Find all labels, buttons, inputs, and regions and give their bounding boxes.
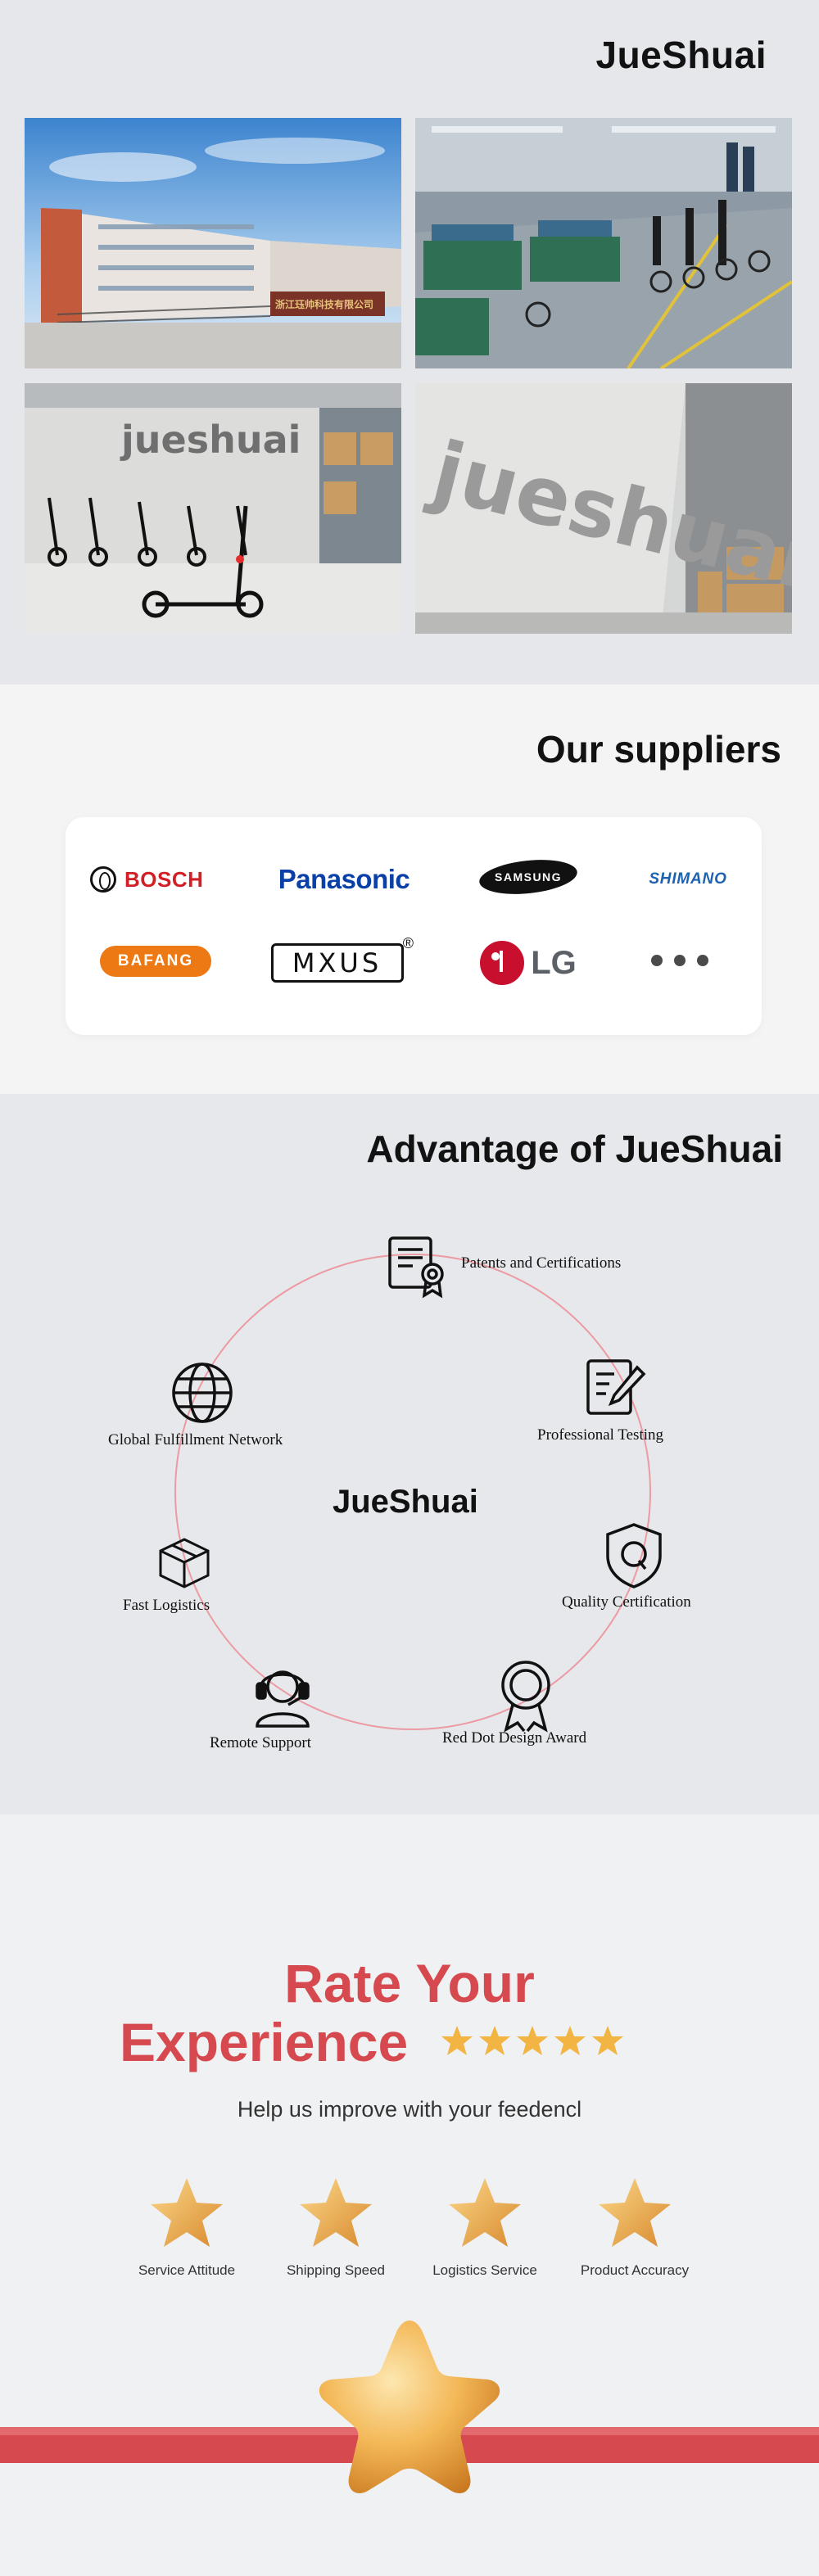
mxus-logo: MXUS ® [265,935,414,986]
showroom-wall-text: jueshuai [120,418,301,462]
suppliers-title: Our suppliers [536,728,781,771]
more-suppliers-icon [631,948,729,973]
advantage-logistics: Fast Logistics [123,1597,210,1615]
advantages-ring [174,1254,651,1730]
rating-category-shipping[interactable]: Shipping Speed [254,2175,418,2279]
samsung-logo-text: SAMSUNG [494,870,563,884]
star-icon[interactable] [296,2175,375,2250]
rating-category-label: Shipping Speed [286,2262,386,2278]
advantage-quality: Quality Certification [562,1593,691,1611]
star-icon [517,2026,548,2055]
box-icon [156,1536,213,1594]
rating-preview-stars [441,2024,624,2057]
advantages-section: Advantage of JueShuai JueShuai Patents a… [0,1094,819,1814]
award-medal-icon [495,1659,557,1737]
mxus-logo-text: MXUS [292,947,382,978]
star-icon [441,2026,473,2055]
brand-title: JueShuai [595,34,767,76]
bosch-logo-text: BOSCH [124,866,204,892]
lg-logo: LG [471,938,586,987]
company-photos-section: JueShuai 浙江珏帅科技有限公司 [0,0,819,685]
headset-agent-icon [247,1659,318,1733]
rating-title-line-2: Experience [120,2012,409,2072]
assembly-line-photo [415,118,792,368]
rating-title-line-1: Rate Your [284,1953,535,2013]
shimano-logo: SHIMANO [631,863,745,896]
rating-category-service[interactable]: Service Attitude [105,2175,269,2279]
certificate-icon [385,1233,450,1303]
bosch-logo: BOSCH [90,863,262,896]
suppliers-section: Our suppliers BOSCH Panasonic SAMSUNG SH… [0,685,819,1094]
star-icon[interactable] [446,2175,524,2250]
advantage-label: Red Dot Design Award [442,1729,587,1747]
rating-section: Rate Your Experience Help us improve wit… [0,1814,819,2576]
advantage-label: Patents and Certifications [461,1254,622,1272]
lg-logo-text: LG [531,944,577,981]
rating-category-label: Product Accuracy [580,2262,690,2278]
star-icon[interactable] [147,2175,226,2250]
star-icon[interactable] [595,2175,674,2250]
rating-category-label: Service Attitude [138,2262,236,2278]
star-icon [554,2026,586,2055]
factory-exterior-photo: 浙江珏帅科技有限公司 [25,118,401,368]
shimano-logo-text: SHIMANO [649,870,727,888]
samsung-logo: SAMSUNG [475,855,581,899]
advantage-label: Professional Testing [537,1426,664,1444]
advantage-testing: Professional Testing [537,1426,663,1444]
rating-category-label: Logistics Service [432,2262,537,2278]
registered-mark: ® [402,935,414,951]
advantage-award: Red Dot Design Award [442,1729,586,1747]
clipboard-pen-icon [583,1356,649,1426]
shield-q-icon [603,1521,665,1593]
panasonic-logo-text: Panasonic [278,864,410,894]
advantage-label: Remote Support [210,1734,312,1751]
bafang-logo: BAFANG [98,944,213,978]
lobby-logo-wall-photo: jueshuai [415,383,792,634]
advantage-support: Remote Support [210,1734,311,1752]
rating-category-accuracy[interactable]: Product Accuracy [553,2175,717,2279]
star-icon [592,2026,623,2055]
lg-face-icon [480,941,525,985]
advantage-network: Global Fulfillment Network [108,1431,283,1449]
bafang-logo-text: BAFANG [117,952,194,969]
globe-icon [170,1361,234,1429]
advantages-center-label: JueShuai [333,1484,478,1520]
advantage-label: Global Fulfillment Network [108,1431,283,1448]
advantage-label: Quality Certification [562,1593,691,1611]
rating-subtitle: Help us improve with your feedencl [237,2097,582,2122]
rating-category-logistics[interactable]: Logistics Service [403,2175,567,2279]
factory-sign-text: 浙江珏帅科技有限公司 [275,298,373,310]
bosch-mark-icon [90,866,116,893]
advantages-title: Advantage of JueShuai [366,1128,783,1170]
advantage-patents: Patents and Certifications [461,1254,621,1272]
showroom-logo-wall-photo: jueshuai [25,383,401,634]
advantage-label: Fast Logistics [123,1597,210,1614]
suppliers-card: BOSCH Panasonic SAMSUNG SHIMANO BAFANG M… [66,817,762,1035]
panasonic-logo: Panasonic [262,863,426,896]
star-icon [479,2026,510,2055]
big-star-icon [319,2321,500,2493]
